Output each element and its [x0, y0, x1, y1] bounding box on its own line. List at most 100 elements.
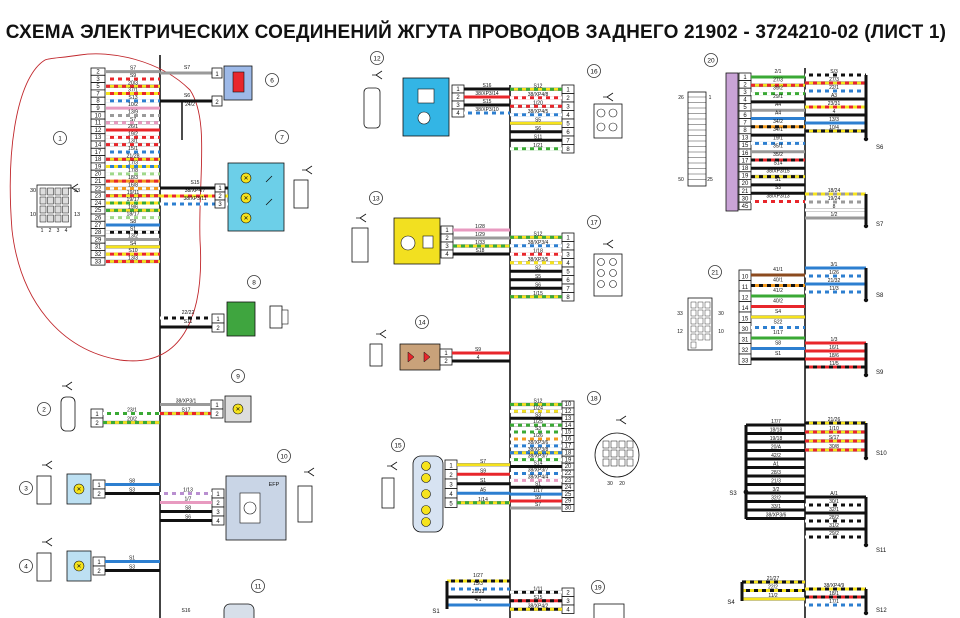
- connector-12-badge: [370, 51, 384, 65]
- wire-label: 1/14: [478, 497, 488, 503]
- pin-number: 2: [566, 96, 570, 102]
- connector-number: 6: [270, 77, 274, 84]
- wire-label: 13/3: [829, 117, 839, 123]
- connector-1-cavity: [62, 196, 69, 205]
- connector-number: 9: [236, 373, 240, 380]
- wire-label: 4: [477, 355, 480, 361]
- pin-number: 18: [95, 157, 102, 163]
- pin-number: 18: [742, 166, 749, 172]
- wire-label: 1/24: [533, 405, 543, 411]
- wire-label: 1/11: [533, 586, 543, 592]
- bulb-icon: [421, 461, 431, 471]
- connector-1-badge: [53, 131, 67, 145]
- splice-node: [863, 223, 869, 229]
- pin-number: 17: [95, 150, 102, 156]
- pin-number: 8: [566, 147, 570, 153]
- cavity: [597, 269, 605, 277]
- pin-number: 14: [565, 423, 572, 429]
- pin-number: 24: [565, 485, 572, 491]
- wire-label: S1: [775, 177, 781, 183]
- wire-label: S1: [129, 556, 135, 562]
- pin-number: 12: [742, 296, 749, 302]
- cavity: [697, 309, 704, 317]
- cavity: [596, 108, 606, 118]
- wire-label: 32/1: [829, 507, 839, 513]
- wire-label: 17/7: [771, 419, 781, 425]
- wire-label: 17/3: [128, 161, 138, 167]
- bulb-icon: ✕: [243, 176, 248, 182]
- connector-number: 10: [280, 453, 288, 460]
- connector-1-cavity: [47, 187, 54, 196]
- face-label: 33: [677, 311, 683, 317]
- cavity: [597, 280, 605, 288]
- wire-label: S8: [129, 479, 135, 485]
- cavity: [618, 458, 626, 467]
- pin-number: 17: [565, 444, 572, 450]
- connector-20-pin: [738, 201, 752, 211]
- pin-number: 45: [742, 204, 749, 210]
- pin-number: 19: [95, 164, 102, 170]
- pin-number: 16: [742, 151, 749, 157]
- cavity: [690, 333, 697, 341]
- connector-plug-symbol: [42, 537, 53, 547]
- wire-label: 21/33: [472, 589, 485, 595]
- pin-number: 13: [95, 135, 102, 141]
- wire-label: S3: [535, 426, 541, 432]
- connector-15-face: [381, 477, 395, 509]
- connector-1-cavity: [39, 214, 47, 223]
- wire-label: S9: [535, 495, 541, 501]
- pin-number: 13: [742, 136, 749, 142]
- face-label: 10: [30, 212, 36, 218]
- wire-label: 11/3: [829, 286, 839, 292]
- pin-number: 2: [97, 569, 101, 575]
- bulb-icon: [240, 172, 252, 184]
- wire-label: 13/2: [128, 234, 138, 240]
- pin-number: 6: [743, 113, 747, 119]
- wire-label: S3: [535, 412, 541, 418]
- cavity: [602, 440, 610, 449]
- connector-plug-symbol: [603, 239, 614, 249]
- face-label: 2: [49, 228, 52, 234]
- pin-number: 2: [445, 236, 449, 242]
- pin-number: 2: [456, 95, 460, 101]
- wire-label: 18/6: [829, 353, 839, 359]
- pin-number: 25: [95, 208, 102, 214]
- pin-number: 2: [444, 359, 448, 365]
- pin-number: 20: [95, 172, 102, 178]
- pin-number: 12: [565, 409, 572, 415]
- splice-node: [863, 372, 869, 378]
- wire-label: S3: [775, 185, 781, 191]
- wire-label: 28/3: [771, 470, 781, 476]
- connector-14-face: [369, 343, 383, 367]
- wire-label: 24/2: [185, 102, 195, 108]
- wire-label: 19/6: [128, 204, 138, 210]
- connector-number: 3: [24, 485, 28, 492]
- wire-label: 1/26: [829, 270, 839, 276]
- pin-number: 8: [96, 99, 100, 105]
- pin-number: 2: [95, 421, 99, 427]
- wire-label: 38/XP3/10: [475, 107, 499, 113]
- wire-label: 19/24: [828, 196, 841, 202]
- cavity: [704, 333, 711, 341]
- wire-label: 1/21: [533, 143, 543, 149]
- wire-label: 28/2: [829, 515, 839, 521]
- wire-label: 18/17: [127, 212, 140, 218]
- wire-label: 2/1: [775, 69, 782, 75]
- cavity: [690, 325, 697, 333]
- connector-1-cavity: [62, 187, 69, 196]
- connector-plug-symbol: [603, 92, 614, 102]
- connector-number: 2: [42, 406, 46, 413]
- cavity: [690, 317, 697, 325]
- cavity: [597, 258, 605, 266]
- face-label: 12: [677, 329, 683, 335]
- connector-12-body: [402, 77, 450, 137]
- rear-lamp-icon: [232, 71, 245, 93]
- connector-18-badge: [587, 391, 601, 405]
- wire-label: S/3: [830, 69, 838, 75]
- pin-number: 21: [742, 189, 749, 195]
- pin-number: 2: [218, 194, 222, 200]
- connector-3-face: [36, 475, 52, 505]
- connector-6-pin: [211, 67, 223, 79]
- connector-number: 13: [372, 195, 380, 202]
- pin-number: 31: [95, 245, 102, 251]
